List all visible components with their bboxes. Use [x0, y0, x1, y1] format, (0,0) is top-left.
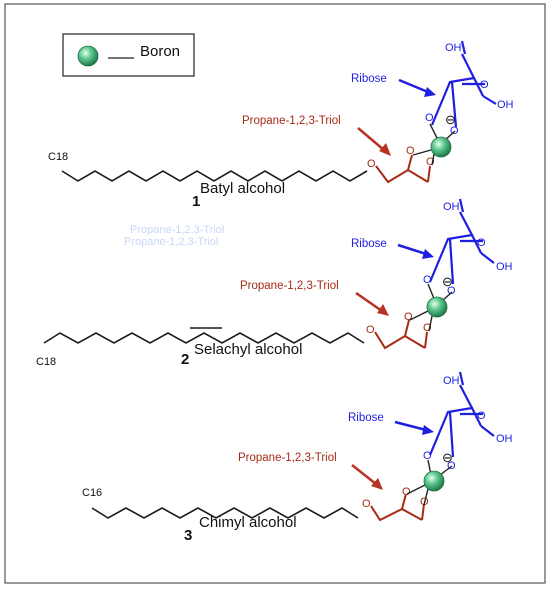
legend: Boron: [62, 33, 195, 77]
ribose-arrowhead: [422, 249, 434, 259]
glycerol-arrowhead: [379, 143, 391, 156]
compound-name: Chimyl alcohol: [199, 514, 297, 531]
compound-name: Batyl alcohol: [200, 180, 285, 197]
ribose-arrow: [397, 243, 427, 256]
ring-oxygen: O: [477, 410, 486, 422]
ghost-text-2: Propane-1,2,3-Triol: [124, 236, 218, 248]
negative-charge: ⊖: [442, 274, 453, 289]
molecule-2: C18 O O O O OH OH O O ⊖: [36, 198, 513, 368]
ribose-label: Ribose: [348, 412, 384, 424]
glycerol-label: Propane-1,2,3-Triol: [242, 115, 341, 127]
ether-oxygen: O: [367, 158, 376, 170]
compound-number: 2: [181, 351, 189, 368]
legend-label: Boron: [140, 43, 180, 60]
ribose-ring: [428, 371, 495, 458]
molecule-3: C16 O O O O OH OH O O ⊖ Propa: [82, 371, 513, 544]
compound-number: 3: [184, 527, 192, 544]
oh-top: OH: [445, 42, 462, 54]
figure-border: [4, 3, 546, 584]
chain-label: C18: [48, 151, 68, 163]
ribose-ring: [428, 198, 495, 285]
negative-charge: ⊖: [442, 450, 453, 465]
ring-oxygen: O: [480, 79, 489, 91]
chain-label: C16: [82, 487, 102, 499]
ribose-o-left: O: [425, 112, 434, 124]
glycerol-o-right: O: [426, 156, 435, 168]
glycerol-arrowhead: [371, 478, 383, 490]
ring-oxygen: O: [477, 237, 486, 249]
oh-right: OH: [496, 261, 513, 273]
chain-label: C18: [36, 356, 56, 368]
glycerol-backbone: [375, 154, 431, 184]
glycerol-arrow: [355, 291, 383, 313]
boron-atom: [430, 136, 452, 158]
glycerol-backbone: [374, 319, 428, 350]
ribose-label: Ribose: [351, 238, 387, 250]
oh-right: OH: [496, 433, 513, 445]
glycerol-o-left: O: [406, 145, 415, 157]
ribose-label: Ribose: [351, 73, 387, 85]
compound-name: Selachyl alcohol: [194, 341, 302, 358]
ribose-o-right: O: [447, 285, 456, 297]
glycerol-backbone: [370, 493, 425, 522]
oh-top: OH: [443, 201, 460, 213]
oh-right: OH: [497, 99, 514, 111]
ribose-o-left: O: [423, 450, 432, 462]
boron-atom: [423, 470, 445, 492]
oh-top: OH: [443, 375, 460, 387]
glycerol-arrowhead: [377, 304, 389, 316]
glycerol-o-left: O: [402, 486, 411, 498]
alkyl-chain: [91, 507, 359, 519]
glycerol-arrow: [357, 127, 385, 151]
ribose-arrowhead: [422, 425, 434, 435]
molecule-1: C18 O O O O OH OH O O ⊖ Propa: [48, 40, 514, 210]
boron-atom: [426, 296, 448, 318]
glycerol-label: Propane-1,2,3-Triol: [240, 280, 339, 292]
ghost-text-1: Propane-1,2,3-Triol: [130, 224, 224, 236]
ribose-o-left: O: [423, 274, 432, 286]
ribose-arrow: [398, 78, 429, 94]
glycerol-label: Propane-1,2,3-Triol: [238, 452, 337, 464]
compound-number: 1: [192, 193, 200, 210]
alkyl-chain: [43, 332, 365, 344]
ribose-ring: [430, 40, 497, 128]
glycerol-o-left: O: [404, 311, 413, 323]
ribose-arrow: [394, 420, 427, 432]
negative-charge: ⊖: [445, 112, 456, 127]
ribose-arrowhead: [424, 87, 436, 97]
glycerol-o-right: O: [423, 322, 432, 334]
ether-oxygen: O: [366, 324, 375, 336]
glycerol-arrow: [351, 464, 377, 485]
ether-oxygen: O: [362, 498, 371, 510]
alkyl-chain: [61, 170, 368, 182]
boron-legend-icon: [77, 45, 99, 67]
